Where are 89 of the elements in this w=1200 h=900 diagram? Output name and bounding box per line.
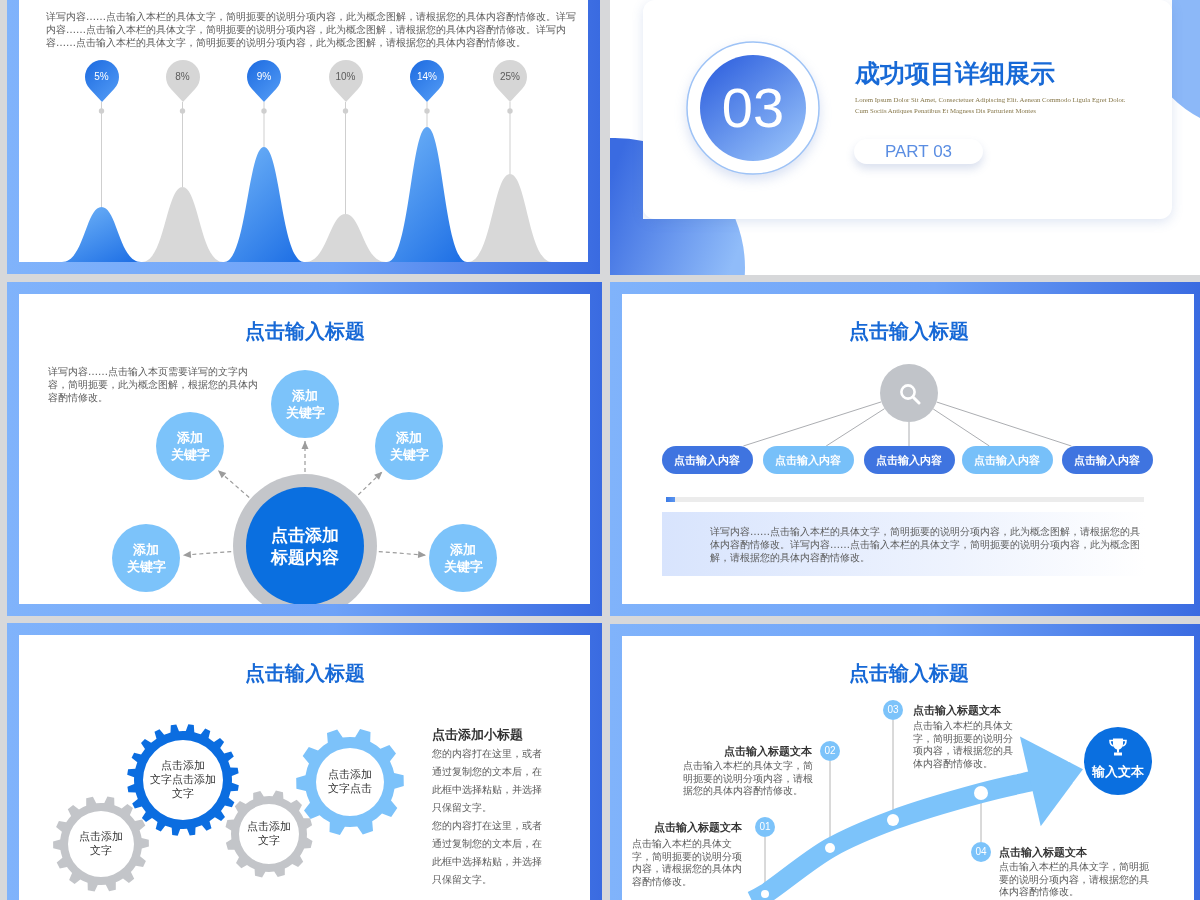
bell-curve	[62, 207, 141, 262]
keyword-text: 添加关键字	[443, 541, 483, 575]
keyword-text: 添加关键字	[285, 387, 325, 421]
pill-text: 点击输入内容	[775, 453, 841, 467]
percent-value: 8%	[175, 71, 190, 83]
bell-curve	[142, 187, 223, 262]
step-number: 04	[975, 846, 987, 858]
step-number: 01	[759, 821, 771, 833]
connector-line	[932, 408, 990, 447]
content-pill	[762, 446, 854, 474]
content-pill	[661, 446, 753, 474]
dashed-arrow	[378, 551, 427, 559]
bell-curve	[224, 147, 304, 262]
percent-value: 25%	[500, 71, 520, 83]
map-pin	[84, 60, 119, 102]
leader-line	[507, 101, 513, 175]
body-text: 详写内容……点击输入本栏的具体文字，简明扼要的说明分项内容，此为概念图解，请根据您的具体内容酌情修改。详写内容……点击输入本栏的具体文字，简明扼要的说明分项内容，此为概念图解，请根据您的具体内容酌情修改。	[710, 525, 1141, 564]
connector-line	[742, 401, 882, 447]
slide-title: 点击输入标题	[849, 661, 969, 687]
step-text: 点击输入本栏的具体文字，简明扼要的说明分项内容，请根据您的具体内容酌情修改。	[999, 861, 1150, 899]
slide-title: 点击输入标题	[245, 319, 365, 345]
keyword-text: 添加关键字	[170, 429, 210, 463]
map-pin	[247, 60, 281, 102]
section-number: 03	[721, 78, 785, 138]
number-circle	[686, 41, 820, 175]
map-pin	[493, 60, 527, 102]
body-text: 您的内容打在这里，或者通过复制您的文本后，在此框中选择粘贴，并选择只保留文字。	[432, 819, 543, 887]
map-pin	[165, 60, 200, 102]
pill-text: 点击输入内容	[1074, 453, 1140, 467]
bell-curve	[387, 127, 467, 262]
gear-text: 点击添加文字	[79, 830, 123, 858]
connector-line	[908, 421, 910, 447]
gear	[225, 790, 313, 878]
body-text: 详写内容……点击输入本页需要详写的文字内容，简明扼要，此为概念图解，根据您的具体内容酌情修改。	[48, 365, 259, 404]
step-text: 点击输入本栏的具体文字，简明扼要的说明分项内容，请根据您的具体内容酌情修改。	[683, 760, 814, 798]
percent-value: 10%	[335, 71, 356, 83]
part-pill	[854, 139, 983, 164]
gear-text: 点击添加文字	[247, 820, 291, 848]
bell-curve	[468, 174, 552, 262]
leader-line	[342, 101, 349, 215]
step-heading: 点击输入标题文本	[999, 845, 1087, 859]
percent-value: 9%	[256, 71, 272, 83]
dashed-arrow	[217, 469, 250, 499]
map-pin	[328, 60, 363, 102]
slide-title: 点击输入标题	[849, 319, 969, 345]
section-title: 成功项目详细展示	[855, 58, 1055, 90]
body-text: 详写内容……点击输入本栏的具体文字，简明扼要的说明分项内容，此为概念图解，请根据您的具体内容酌情修改。详写内容……点击输入本栏的具体文字，简明扼要的说明分项内容，此为概念图解，请根据您的具体内容酌情修改。详写内容……点击输入本栏的具体文字，简明扼要的说明分项内容，此为概念图解，请根据您的具体内容酌情修改。	[46, 10, 577, 49]
arrow-dot	[761, 890, 769, 898]
part-text: PART 03	[884, 141, 953, 162]
content-pill	[863, 446, 955, 474]
center-text: 点击添加标题内容	[271, 524, 339, 568]
content-pill	[1061, 446, 1153, 474]
leader-line	[98, 101, 105, 208]
keyword-text: 添加关键字	[389, 429, 429, 463]
keyword-text: 添加关键字	[126, 541, 166, 575]
connector-line	[936, 401, 1072, 447]
leader-line	[179, 101, 186, 188]
step-text: 点击输入本栏的具体文字，简明扼要的说明分项内容，请根据您的具体内容酌情修改。	[913, 720, 1013, 770]
title-card	[643, 0, 1172, 219]
leader-line	[261, 101, 267, 148]
leader-line	[424, 101, 430, 128]
content-pill	[961, 446, 1053, 474]
step-heading: 点击输入标题文本	[913, 703, 1001, 717]
connector-line	[825, 408, 886, 447]
subheading: 点击添加小标题	[432, 726, 523, 743]
pill-text: 点击输入内容	[674, 453, 740, 467]
gear-text: 点击添加文字点击添加文字	[150, 759, 216, 801]
pill-text: 点击输入内容	[876, 453, 942, 467]
gear-text: 点击添加文字点击	[328, 768, 372, 796]
slide-title: 点击输入标题	[245, 661, 365, 687]
step-text: 点击输入本栏的具体文字，简明扼要的说明分项内容，请根据您的具体内容酌情修改。	[632, 838, 743, 888]
goal-text: 输入文本	[1092, 764, 1144, 780]
step-number: 02	[824, 745, 836, 757]
gear	[296, 728, 404, 836]
body-text: 您的内容打在这里，或者通过复制您的文本后，在此框中选择粘贴，并选择只保留文字。	[432, 747, 543, 815]
curved-arrow	[747, 736, 1086, 900]
percent-value: 5%	[94, 71, 109, 83]
dashed-arrow	[182, 550, 232, 559]
step-heading: 点击输入标题文本	[654, 820, 742, 834]
step-heading: 点击输入标题文本	[724, 744, 812, 758]
step-number: 03	[887, 704, 899, 716]
dashed-arrow	[357, 471, 383, 496]
pill-text: 点击输入内容	[974, 453, 1040, 467]
arrow-dot	[825, 843, 835, 853]
gear	[53, 796, 149, 892]
percent-value: 14%	[417, 71, 437, 83]
map-pin	[410, 60, 444, 102]
dashed-arrow	[301, 440, 309, 473]
gear	[127, 724, 239, 836]
